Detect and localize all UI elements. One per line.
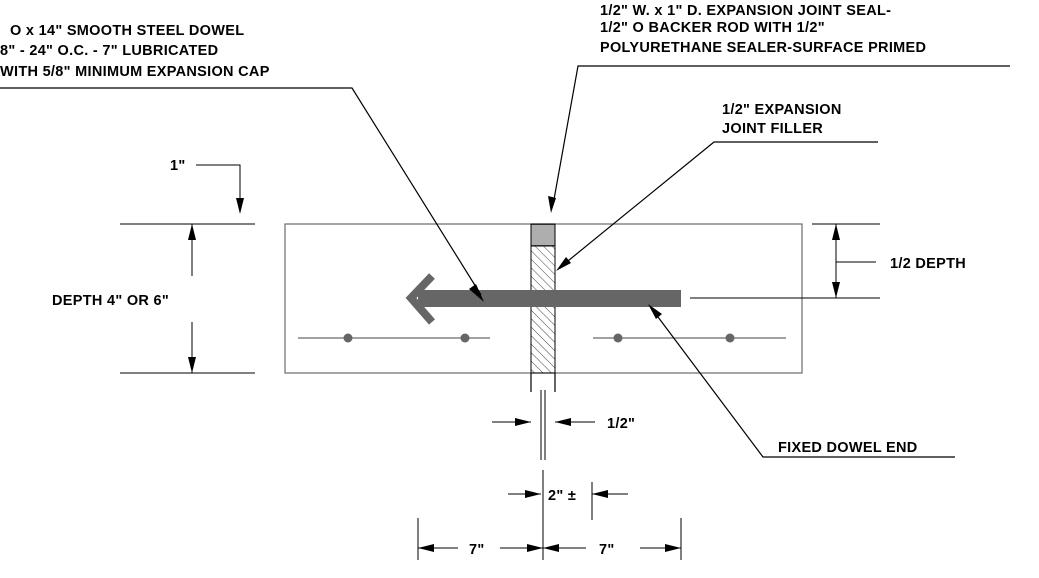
rebar-chair: [460, 333, 470, 343]
left-embed-label: 7": [469, 542, 485, 558]
rebar-chair: [343, 333, 353, 343]
filler-note-line2: JOINT FILLER: [722, 121, 823, 137]
seal-note-line2: 1/2" O BACKER ROD WITH 1/2": [600, 20, 825, 36]
dowel-cap-arrow: [405, 273, 436, 325]
fixed-end-label: FIXED DOWEL END: [778, 440, 918, 456]
right-embed-label: 7": [599, 542, 615, 558]
dowel-note-line3: WITH 5/8" MINIMUM EXPANSION CAP: [0, 64, 270, 80]
rebar-chair: [725, 333, 735, 343]
rebar-chair: [613, 333, 623, 343]
joint-filler: [530, 245, 556, 374]
seal-note-line1: 1/2" W. x 1" D. EXPANSION JOINT SEAL-: [600, 3, 891, 19]
joint-seal: [530, 223, 556, 247]
dowel-note-line1: O x 14" SMOOTH STEEL DOWEL: [10, 23, 244, 39]
joint-width-label: 1/2": [607, 416, 635, 432]
seal-note-line3: POLYURETHANE SEALER-SURFACE PRIMED: [600, 40, 926, 56]
half-depth-label: 1/2 DEPTH: [890, 256, 966, 272]
filler-note-line1: 1/2" EXPANSION: [722, 102, 842, 118]
top-offset-label: 1": [170, 158, 186, 174]
dowel-note-line2: 8" - 24" O.C. - 7" LUBRICATED: [0, 43, 218, 59]
tolerance-label: 2" ±: [548, 488, 576, 504]
dowel-bar: [418, 290, 681, 307]
depth-label: DEPTH 4" OR 6": [52, 293, 169, 309]
